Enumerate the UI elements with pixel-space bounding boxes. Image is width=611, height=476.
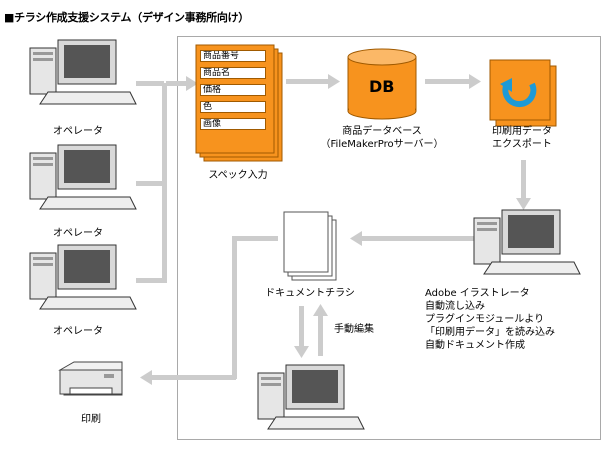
spec-field-product-number: 商品番号 [200,50,266,62]
export-label-line-1: 印刷用データ [492,126,552,137]
manual-edit-label: 手動編集 [334,324,374,335]
system-panel [177,36,601,440]
arrow-to-spec [186,76,198,91]
operator-label-2: オペレータ [53,228,103,239]
arrow-edit-up [313,304,328,316]
spec-field-product-name: 商品名 [200,67,266,79]
illustrator-line-4: 「印刷用データ」を読み込み [425,327,555,338]
operator-label-1: オペレータ [53,126,103,137]
illustrator-line-1: Adobe イラストレータ [425,288,530,299]
export-label-line-2: エクスポート [492,139,552,150]
connector-bus [162,83,167,283]
db-label-line-1: 商品データベース [342,126,422,137]
spec-field-color: 色 [200,101,266,113]
connector-operator-2 [136,181,164,186]
arrow-export-to-pc [516,198,531,210]
database-icon [347,48,417,120]
operator-pc-2 [29,144,137,210]
export-icon [489,59,557,127]
arrow-to-print [140,370,152,385]
spec-input-label: スペック入力 [208,170,268,181]
printer-icon [58,361,123,396]
spec-field-price: 価格 [200,84,266,96]
operator-pc-3 [29,244,137,310]
arrow-db-to-export [469,74,481,89]
db-text: DB [369,77,395,96]
editing-pc [257,364,365,430]
illustrator-line-3: プラグインモジュールより [425,314,545,325]
illustrator-line-2: 自動流し込み [425,301,485,312]
illustrator-pc [473,209,581,275]
connector-operator-1 [136,81,164,86]
operator-pc-1 [29,39,137,105]
arrow-edit-down [294,346,309,358]
arrow-spec-to-db [328,74,340,89]
document-stack-icon [283,211,337,281]
page-title: ■チラシ作成支援システム（デザイン事務所向け） [4,11,249,24]
illustrator-line-5: 自動ドキュメント作成 [425,340,525,351]
connector-operator-3 [136,278,164,283]
db-label-line-2: （FileMakerProサーバー） [320,139,444,150]
document-label: ドキュメントチラシ [265,288,355,299]
arrow-pc-to-document [350,231,362,246]
operator-label-3: オペレータ [53,326,103,337]
print-label: 印刷 [81,414,101,425]
spec-field-image: 画像 [200,118,266,130]
